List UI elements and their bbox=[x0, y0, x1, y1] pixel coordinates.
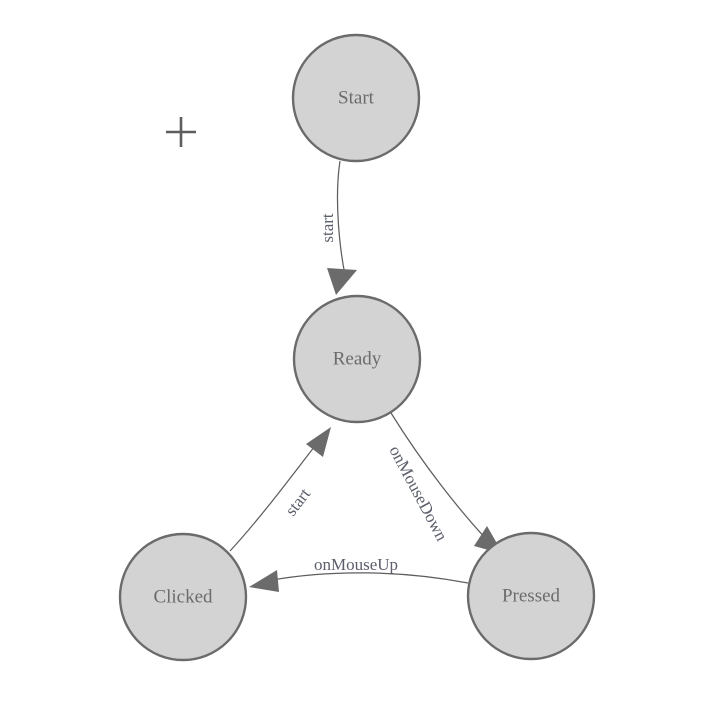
arrowhead-start-to-ready bbox=[327, 268, 357, 295]
edge-start-to-ready[interactable]: start bbox=[318, 160, 357, 295]
node-clicked[interactable]: Clicked bbox=[118, 532, 248, 662]
edge-path-clicked-to-ready bbox=[229, 445, 316, 552]
edge-path-start-to-ready bbox=[336, 160, 346, 276]
node-pressed-label: Pressed bbox=[502, 585, 561, 606]
node-ready[interactable]: Ready bbox=[292, 294, 422, 424]
node-ready-label: Ready bbox=[333, 348, 382, 369]
node-clicked-label: Clicked bbox=[153, 586, 213, 607]
node-ready-circle[interactable] bbox=[292, 294, 422, 424]
edge-label-pressed-to-clicked: onMouseUp bbox=[314, 555, 398, 574]
node-start-label: Start bbox=[338, 87, 375, 108]
node-start[interactable]: Start bbox=[291, 33, 421, 163]
edge-label-start-to-ready: start bbox=[318, 213, 337, 243]
edge-pressed-to-clicked[interactable]: onMouseUp bbox=[249, 555, 469, 592]
edge-label-clicked-to-ready: start bbox=[281, 484, 314, 519]
node-start-circle[interactable] bbox=[291, 33, 421, 163]
arrowhead-clicked-to-ready bbox=[306, 427, 331, 457]
edge-label-ready-to-pressed: onMouseDown bbox=[385, 443, 451, 545]
crosshair-icon bbox=[166, 117, 196, 147]
node-pressed[interactable]: Pressed bbox=[466, 531, 596, 661]
node-clicked-circle[interactable] bbox=[118, 532, 248, 662]
arrowhead-pressed-to-clicked bbox=[249, 570, 279, 592]
edge-clicked-to-ready[interactable]: start bbox=[229, 427, 331, 552]
edge-path-ready-to-pressed bbox=[390, 412, 489, 542]
edge-ready-to-pressed[interactable]: onMouseDown bbox=[385, 412, 503, 554]
node-pressed-circle[interactable] bbox=[466, 531, 596, 661]
edge-path-pressed-to-clicked bbox=[271, 572, 469, 584]
